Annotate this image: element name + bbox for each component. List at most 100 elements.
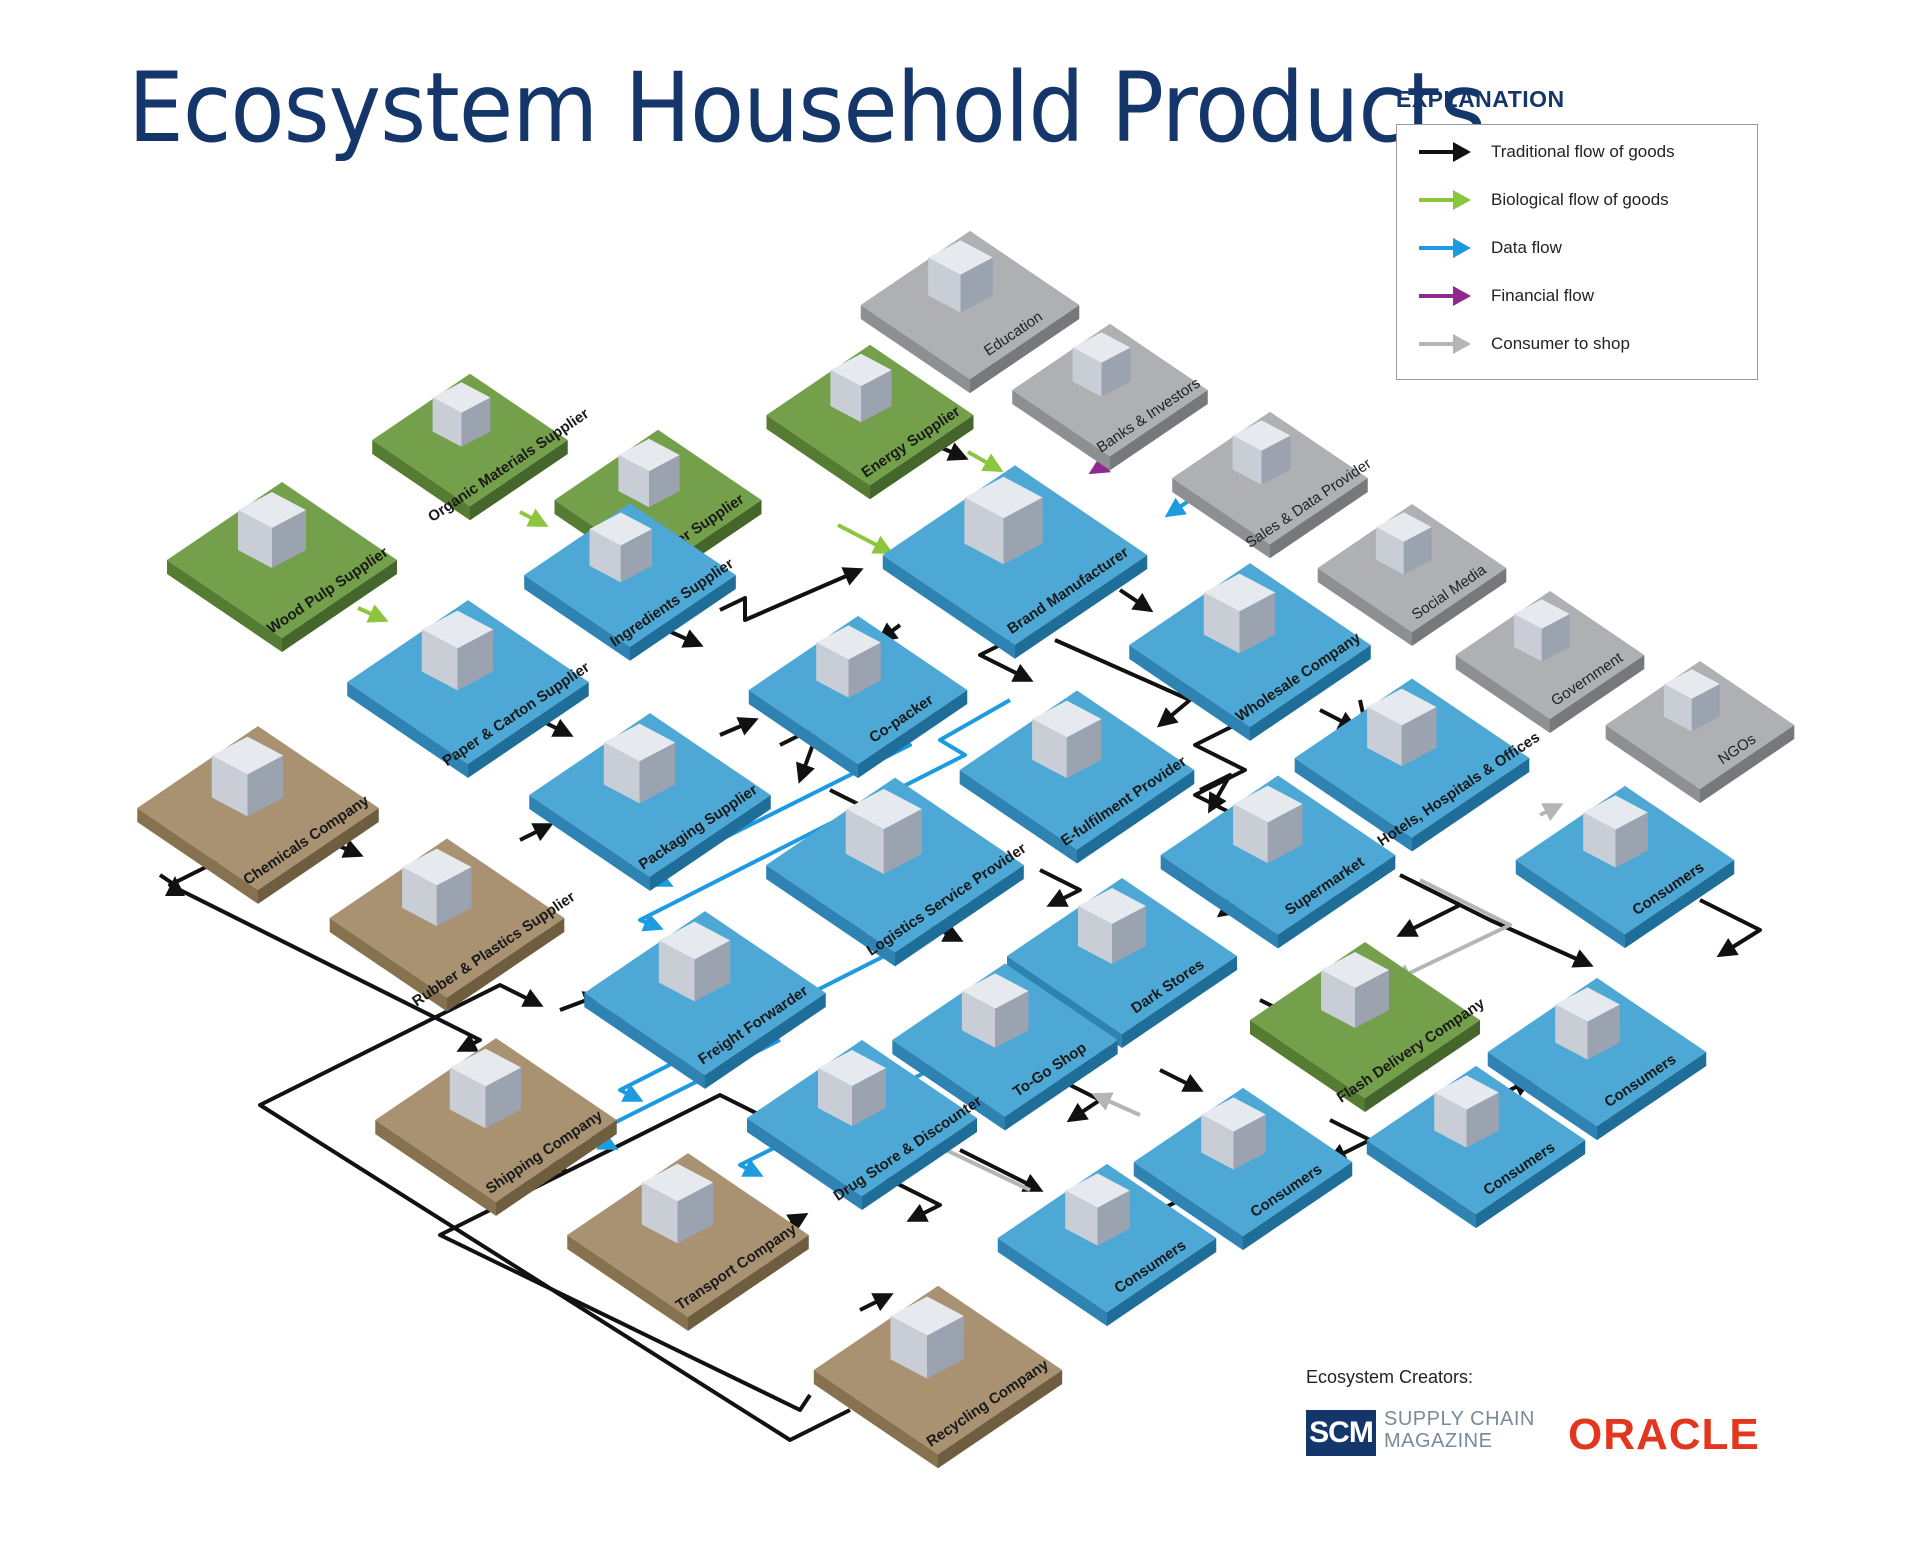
legend-arrow-icon bbox=[1419, 142, 1471, 162]
wholesale-illustration-icon bbox=[1203, 573, 1276, 654]
black-flow-arrow bbox=[1118, 588, 1154, 613]
legend-arrow-icon bbox=[1419, 238, 1471, 258]
freight-illustration-icon bbox=[658, 921, 731, 1002]
tile-social: Social Media bbox=[1317, 504, 1507, 646]
legend-arrow-icon bbox=[1419, 286, 1471, 306]
blue-flow-arrow bbox=[1164, 497, 1192, 518]
energy-illustration-icon bbox=[830, 353, 892, 423]
black-flow-arrow bbox=[258, 983, 851, 1442]
ingredients-illustration-icon bbox=[589, 512, 653, 583]
flash-illustration-icon bbox=[1321, 952, 1389, 1028]
tile-banks: Banks & Investors bbox=[1012, 323, 1208, 471]
copacker-illustration-icon bbox=[816, 625, 881, 698]
consumers1-illustration-icon bbox=[1583, 795, 1648, 868]
page-title: Ecosystem Household Products bbox=[128, 52, 1486, 164]
gray-flow-arrow bbox=[1391, 878, 1512, 983]
tile-paper: Paper & Carton Supplier bbox=[347, 600, 593, 778]
chemicals-illustration-icon bbox=[211, 736, 284, 817]
legend-item: Financial flow bbox=[1415, 281, 1594, 311]
black-flow-arrow bbox=[1159, 1068, 1204, 1092]
black-flow-arrow bbox=[959, 1148, 1044, 1192]
black-flow-arrow bbox=[719, 717, 759, 737]
tile-chemicals: Chemicals Company bbox=[137, 726, 379, 904]
consumers3-illustration-icon bbox=[1201, 1097, 1266, 1170]
logistics-illustration-icon bbox=[845, 788, 922, 874]
black-flow-arrow bbox=[719, 567, 864, 622]
gray-flow-arrow bbox=[1539, 803, 1564, 822]
green-flow-arrow bbox=[357, 604, 389, 623]
oracle-logo: ORACLE bbox=[1568, 1410, 1760, 1459]
education-illustration-icon bbox=[928, 240, 993, 313]
banks-illustration-icon bbox=[1072, 332, 1131, 397]
tile-transport: Transport Company bbox=[567, 1153, 809, 1331]
scm-line-2: MAGAZINE bbox=[1384, 1430, 1493, 1452]
black-flow-arrow bbox=[1039, 868, 1082, 907]
legend-label: Data flow bbox=[1491, 238, 1562, 257]
tile-efulfil: E-fulfilment Provider bbox=[959, 690, 1195, 864]
black-flow-arrow bbox=[859, 1293, 894, 1312]
tile-supermarket: Supermarket bbox=[1160, 775, 1396, 949]
tile-dark: Dark Stores bbox=[1007, 878, 1237, 1048]
transport-illustration-icon bbox=[641, 1163, 714, 1244]
green-flow-arrow bbox=[837, 523, 894, 554]
tile-logistics: Logistics Service Provider bbox=[766, 777, 1030, 967]
shipping-illustration-icon bbox=[449, 1048, 522, 1129]
togo-illustration-icon bbox=[961, 973, 1029, 1048]
legend-label: Financial flow bbox=[1491, 286, 1594, 305]
tile-wholesale: Wholesale Company bbox=[1129, 563, 1371, 741]
legend-label: Traditional flow of goods bbox=[1491, 142, 1675, 161]
hotels-illustration-icon bbox=[1367, 688, 1437, 767]
tile-government: Government bbox=[1455, 591, 1645, 733]
dark-illustration-icon bbox=[1078, 888, 1146, 964]
gray-flow-arrow bbox=[1091, 1092, 1141, 1117]
consumers2-illustration-icon bbox=[1555, 987, 1620, 1060]
creators-label: Ecosystem Creators: bbox=[1306, 1367, 1474, 1387]
tile-consumers3: Consumers bbox=[1133, 1087, 1353, 1251]
black-flow-arrow bbox=[519, 823, 554, 842]
packaging-illustration-icon bbox=[603, 723, 676, 804]
brand-illustration-icon bbox=[964, 476, 1043, 565]
tile-sales-data: Sales & Data Provider bbox=[1172, 411, 1374, 559]
tile-consumers2: Consumers bbox=[1487, 977, 1707, 1141]
legend-arrow-icon bbox=[1419, 334, 1471, 354]
social-illustration-icon bbox=[1375, 512, 1432, 575]
tile-shipping: Shipping Company bbox=[375, 1038, 617, 1216]
legend-arrow-icon bbox=[1419, 190, 1471, 210]
ngos-illustration-icon bbox=[1663, 669, 1720, 732]
tile-copacker: Co-packer bbox=[748, 615, 968, 779]
wood-pulp-illustration-icon bbox=[238, 492, 306, 568]
black-flow-arrow bbox=[1409, 878, 1594, 968]
sales-data-illustration-icon bbox=[1232, 420, 1291, 485]
tile-energy: Energy Supplier bbox=[766, 344, 974, 500]
legend-item: Data flow bbox=[1415, 233, 1562, 263]
tile-brand: Brand Manufacturer bbox=[882, 465, 1148, 659]
tile-flash: Flash Delivery Company bbox=[1250, 942, 1488, 1112]
scm-logo: SCM bbox=[1306, 1410, 1376, 1456]
paper-illustration-icon bbox=[421, 610, 494, 691]
drugstore-illustration-icon bbox=[818, 1050, 886, 1126]
green-flow-arrow bbox=[967, 450, 1004, 472]
legend-item: Traditional flow of goods bbox=[1415, 137, 1675, 167]
black-flow-arrow bbox=[1199, 773, 1232, 814]
tile-wood-pulp: Wood Pulp Supplier bbox=[167, 482, 397, 652]
tile-freight: Freight Forwarder bbox=[584, 911, 826, 1089]
organic-illustration-icon bbox=[432, 382, 491, 447]
consumers5-illustration-icon bbox=[1065, 1173, 1130, 1246]
government-illustration-icon bbox=[1513, 599, 1570, 662]
supermarket-illustration-icon bbox=[1233, 785, 1303, 864]
legend-item: Biological flow of goods bbox=[1415, 185, 1669, 215]
tile-recycling: Recycling Company bbox=[813, 1285, 1063, 1469]
tile-consumers4: Consumers bbox=[1366, 1065, 1586, 1229]
green-flow-arrow bbox=[519, 508, 549, 527]
tile-packaging: Packaging Supplier bbox=[529, 713, 771, 891]
black-flow-arrow bbox=[438, 1093, 942, 1412]
tile-consumers5: Consumers bbox=[997, 1163, 1217, 1327]
black-flow-arrow bbox=[1699, 898, 1762, 958]
blue-flow-arrow bbox=[638, 698, 1011, 932]
legend-item: Consumer to shop bbox=[1415, 329, 1630, 359]
scm-wordmark: SUPPLY CHAIN MAGAZINE bbox=[1384, 1408, 1535, 1452]
tile-education: Education bbox=[860, 230, 1080, 394]
legend-heading: EXPLANATION bbox=[1396, 86, 1565, 112]
recycling-illustration-icon bbox=[890, 1296, 964, 1379]
